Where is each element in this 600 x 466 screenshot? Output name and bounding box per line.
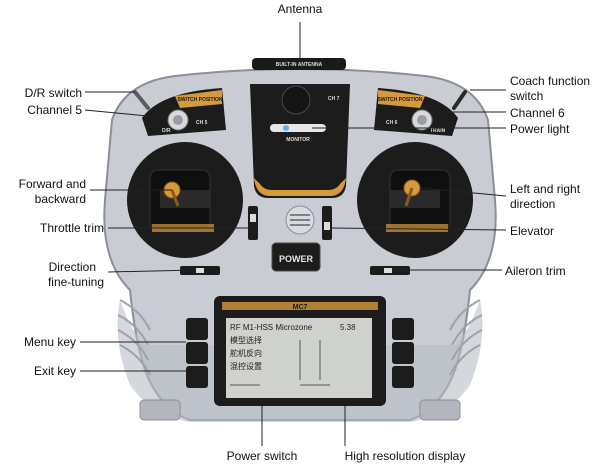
menu-key[interactable] (186, 318, 208, 340)
left-gimbal (127, 142, 243, 258)
dr-switch-lever[interactable] (133, 90, 150, 110)
right-key-1[interactable] (392, 318, 414, 340)
label-power-light: Power light (510, 122, 570, 136)
right-grip-ridges (449, 299, 483, 376)
screen-line1-right: 5.38 (340, 323, 356, 332)
elevator-trim-switch[interactable] (322, 206, 332, 240)
train-text: TRAIN (430, 128, 446, 134)
antenna-text: BUILT-IN ANTENNA (276, 62, 323, 68)
label-exit-key: Exit key (33, 364, 76, 378)
label-coach-line2: switch (510, 89, 544, 103)
right-gimbal (357, 142, 473, 258)
center-emblem (285, 205, 315, 235)
right-menu-keys (392, 318, 414, 388)
display-bezel: MC7 RF M1-HSS Microzone 5.38 模型选择 舵机反向 混… (214, 296, 386, 406)
label-elevator: Elevator (510, 224, 555, 238)
label-forward-line2: backward (34, 192, 86, 206)
label-display: High resolution display (344, 449, 466, 463)
right-key-2[interactable] (392, 342, 414, 364)
elevator-leader (331, 227, 507, 231)
ch6-text: CH 6 (386, 120, 398, 126)
label-power-switch: Power switch (226, 449, 298, 463)
right-foot (419, 399, 461, 421)
screen-line2: 模型选择 (230, 335, 262, 345)
label-channel6: Channel 6 (510, 106, 565, 120)
power-button[interactable]: POWER (271, 242, 321, 272)
right-switch-pod: SWITCH POSITION CH 6 TRAIN (374, 88, 458, 136)
aileron-trim-switch[interactable] (370, 266, 410, 275)
left-switch-pod: SWITCH POSITION D/R CH 5 (142, 88, 226, 136)
right-badge-text: SWITCH POSITION (378, 97, 423, 103)
right-key-3[interactable] (392, 366, 414, 388)
dr-text: D/R (162, 128, 171, 134)
screen-line1: RF M1-HSS Microzone (230, 323, 313, 332)
label-throttle-trim: Throttle trim (39, 221, 104, 235)
ch5-text: CH 5 (196, 120, 208, 126)
exit-key[interactable] (186, 366, 208, 388)
left-foot (139, 399, 181, 421)
label-coach-line1: Coach function (510, 74, 591, 88)
monitor-text: MONITOR (286, 137, 310, 143)
screen-bars (230, 340, 330, 386)
label-antenna: Antenna (277, 2, 323, 16)
label-left-right-line1: Left and right (510, 182, 581, 196)
leader-lines (80, 22, 507, 446)
label-left-right-line2: direction (510, 197, 556, 211)
coach-switch-lever[interactable] (452, 90, 467, 110)
label-dr-switch: D/R switch (24, 86, 82, 100)
channel5-leader (84, 109, 169, 119)
menu-key-lower[interactable] (186, 342, 208, 364)
direction-trim-switch[interactable] (180, 266, 220, 275)
left-menu-keys (186, 318, 208, 388)
label-aileron-trim: Aileron trim (505, 264, 566, 278)
label-direction-line2: fine-tuning (47, 275, 104, 289)
ch7-text: CH 7 (328, 96, 340, 102)
left-badge-text: SWITCH POSITION (178, 97, 223, 103)
label-channel5: Channel 5 (27, 103, 82, 117)
direction-leader (107, 269, 197, 273)
label-menu-key: Menu key (23, 335, 76, 349)
power-button-text: POWER (279, 254, 314, 264)
label-direction-line1: Direction (48, 260, 96, 274)
label-forward-line1: Forward and (18, 177, 86, 191)
built-in-antenna: BUILT-IN ANTENNA (252, 58, 346, 70)
monitor-panel: CH 7 MONITOR (250, 84, 350, 198)
screen-line3: 舵机反向 (230, 348, 262, 358)
ch7-knob[interactable] (281, 85, 311, 115)
left-right-leader (419, 187, 507, 197)
throttle-trim-switch[interactable] (248, 206, 258, 240)
model-text: MC7 (293, 304, 308, 311)
screen-line4: 混控设置 (230, 361, 262, 371)
